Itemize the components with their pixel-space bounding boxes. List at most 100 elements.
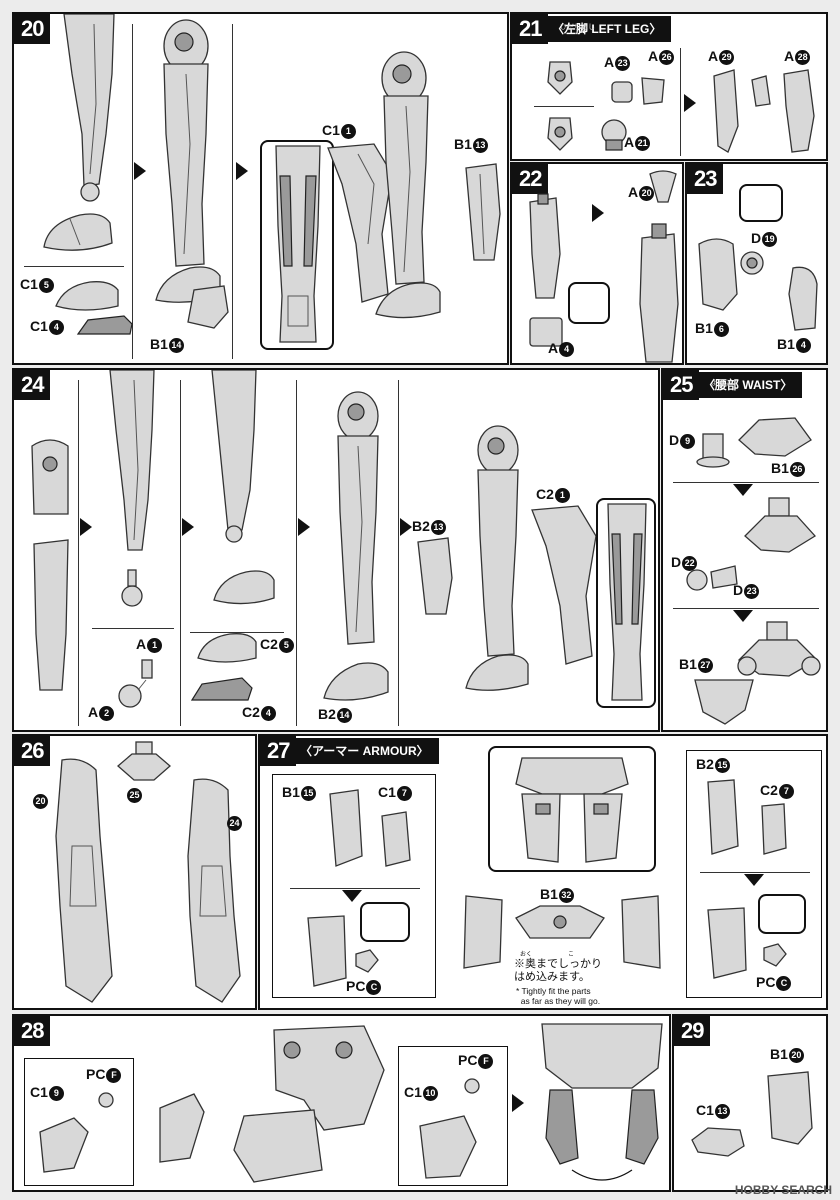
divider	[290, 888, 420, 889]
leg-illustration	[375, 51, 441, 319]
ring-part-illustration	[740, 251, 764, 275]
cone-part-illustration	[649, 170, 677, 203]
armour-part-illustration	[531, 505, 597, 665]
divider	[92, 628, 174, 629]
detail-inset	[488, 746, 656, 872]
step-number: 26	[14, 736, 51, 766]
step-number: 22	[512, 164, 549, 194]
divider	[132, 24, 133, 359]
assembly-ref: 20	[32, 792, 48, 809]
divider	[680, 48, 681, 156]
arm-armour-illustration	[419, 1115, 477, 1179]
divider	[78, 380, 79, 726]
step-number: 25	[663, 370, 700, 400]
hip-armour-assembly-illustration	[541, 1023, 663, 1181]
joint-part-illustration	[691, 1127, 745, 1157]
sole-part-illustration	[190, 677, 253, 701]
knee-part-illustration	[698, 238, 738, 311]
assembly-ref: 24	[226, 814, 242, 831]
divider	[190, 632, 284, 633]
step-number: 24	[14, 370, 51, 400]
divider	[296, 380, 297, 726]
step-26-panel: 26 20 25 24	[12, 734, 257, 1010]
post-part-illustration	[696, 433, 730, 468]
step-number: 29	[674, 1016, 711, 1046]
watermark: HOBBY SEARCH	[734, 1183, 832, 1197]
left-leg-illustration	[55, 758, 113, 1003]
shin-part-illustration	[417, 537, 453, 615]
joint-part-illustration	[547, 61, 573, 95]
detail-inset	[260, 140, 334, 350]
joint-part-illustration	[601, 119, 627, 151]
section-title: ようぶ 〈腰部 WAIST〉	[697, 372, 803, 398]
sole-part-illustration	[76, 315, 133, 335]
divider	[398, 380, 399, 726]
arm-armour-illustration	[39, 1117, 89, 1173]
armour-part-illustration	[707, 907, 747, 979]
step-arrow	[400, 518, 412, 536]
detail-inset	[360, 902, 410, 942]
leg-upper-illustration	[211, 370, 257, 543]
divider	[700, 872, 810, 873]
armour-part-illustration	[159, 1093, 205, 1163]
divider	[534, 106, 594, 107]
polycap-illustration	[98, 1092, 114, 1108]
section-title: 〈アーマー ARMOUR〉	[294, 738, 439, 764]
waist-part-illustration	[738, 417, 812, 457]
step-arrow	[236, 162, 248, 180]
leg-upper-illustration	[109, 370, 155, 551]
armour-part-illustration	[327, 143, 393, 303]
foot-part-illustration	[197, 633, 257, 663]
step-arrow	[182, 518, 194, 536]
knee-cover-illustration	[788, 266, 818, 331]
right-leg-illustration	[187, 778, 241, 1003]
crotch-part-illustration	[694, 679, 754, 725]
assembly-note-en: * Tightly fit the parts as far as they w…	[516, 986, 601, 1006]
step-number: 20	[14, 14, 51, 44]
thigh-part-illustration	[31, 439, 69, 691]
assembly-note-jp: ※奥までしっかり はめ込みます。	[514, 958, 602, 983]
waist-part-illustration	[744, 497, 817, 553]
armour-part-illustration	[621, 895, 661, 969]
armour-part-illustration	[329, 789, 411, 867]
ball-joint-illustration	[118, 659, 153, 708]
step-number: 27	[260, 736, 297, 766]
